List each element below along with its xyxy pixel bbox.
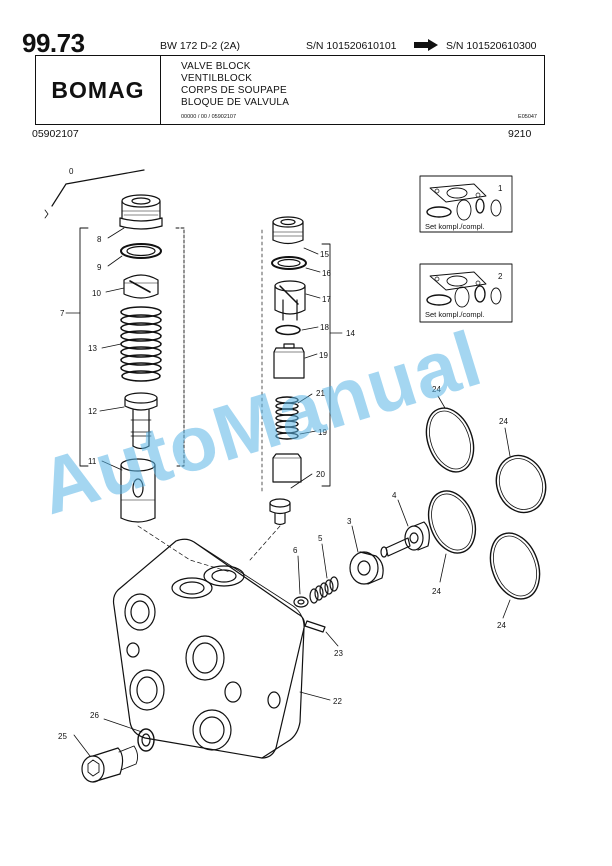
callout-20: 20 xyxy=(316,470,325,479)
callout-24-a: 24 xyxy=(432,385,441,394)
callout-19: 19 xyxy=(319,351,328,360)
title-de: VENTILBLOCK xyxy=(181,73,253,84)
callout-0: 0 xyxy=(69,167,74,176)
title-block: BOMAG VALVE BLOCK VENTILBLOCK CORPS DE S… xyxy=(35,55,545,125)
callout-13: 13 xyxy=(88,344,97,353)
callout-2: 2 xyxy=(498,272,503,281)
callout-17: 17 xyxy=(322,295,331,304)
page-number: 99.73 xyxy=(22,28,85,58)
callout-21: 21 xyxy=(316,389,325,398)
callout-22: 22 xyxy=(333,697,342,706)
part-number: 05902107 xyxy=(32,128,79,140)
part-plug xyxy=(119,194,163,230)
kit-label-1: Set kompl./compl. xyxy=(425,222,485,231)
date-code: 9210 xyxy=(508,128,532,140)
document-code: 00000 / 00 / 05902107 xyxy=(181,114,237,120)
bomag-logo: BOMAG xyxy=(51,76,145,103)
callout-4: 4 xyxy=(392,491,397,500)
callout-11: 11 xyxy=(88,457,97,466)
callout-14: 14 xyxy=(346,329,355,338)
callout-10: 10 xyxy=(92,289,101,298)
callout-8: 8 xyxy=(97,235,102,244)
kit-box-1 xyxy=(419,175,513,233)
callout-5: 5 xyxy=(318,534,323,543)
callout-3: 3 xyxy=(347,517,352,526)
exploded-view-drawing: 0 1 2 3 4 5 6 7 8 9 10 11 12 13 14 15 16… xyxy=(44,167,547,783)
callout-25: 25 xyxy=(58,732,67,741)
model-designation: BW 172 D-2 (2A) xyxy=(160,40,240,52)
part-spring xyxy=(120,306,162,382)
serial-from: S/N 101520610101 xyxy=(306,40,397,52)
part-piston xyxy=(124,392,158,450)
callout-12: 12 xyxy=(88,407,97,416)
callout-19b: 19 xyxy=(318,428,327,437)
kit-label-2: Set kompl./compl. xyxy=(425,310,485,319)
part-valve-block-housing xyxy=(112,538,305,759)
serial-to: S/N 101520610300 xyxy=(446,40,537,52)
callout-24-b: 24 xyxy=(499,417,508,426)
arrow-right-icon xyxy=(414,39,438,51)
callout-26: 26 xyxy=(90,711,99,720)
figure-code: E05047 xyxy=(518,114,537,120)
part-sleeve xyxy=(120,458,156,523)
callout-15: 15 xyxy=(320,250,329,259)
callout-6: 6 xyxy=(293,546,298,555)
callout-16: 16 xyxy=(322,269,331,278)
callout-23: 23 xyxy=(334,649,343,658)
logo-cell: BOMAG xyxy=(36,56,161,124)
callout-24-d: 24 xyxy=(497,621,506,630)
callout-9: 9 xyxy=(97,263,102,272)
part-bolt xyxy=(81,745,139,783)
title-fr: CORPS DE SOUPAPE xyxy=(181,85,287,96)
callout-7: 7 xyxy=(60,309,65,318)
kit-box-2 xyxy=(419,263,513,323)
callout-18: 18 xyxy=(320,323,329,332)
title-es: BLOQUE DE VALVULA xyxy=(181,97,290,108)
title-en: VALVE BLOCK xyxy=(181,61,251,72)
callout-24-c: 24 xyxy=(432,587,441,596)
callout-1: 1 xyxy=(498,184,503,193)
